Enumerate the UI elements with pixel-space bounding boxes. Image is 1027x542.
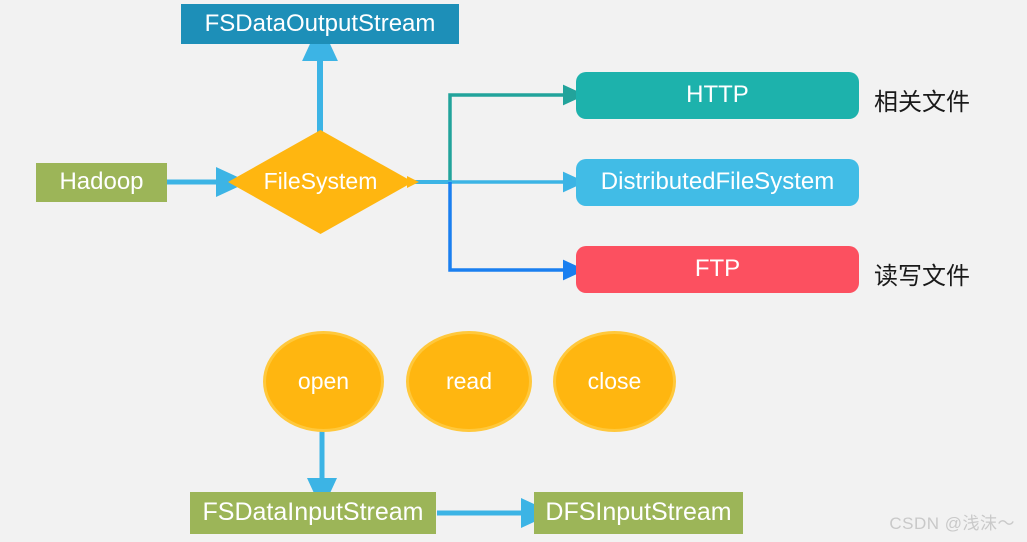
- node-close[interactable]: close: [553, 331, 676, 432]
- node-http-label: HTTP: [686, 81, 749, 109]
- node-close-label: close: [587, 367, 642, 394]
- annotation-related-files: 相关文件: [874, 89, 970, 116]
- node-ftp-label: FTP: [694, 255, 741, 283]
- annotation-read-write-files: 读写文件: [874, 263, 970, 290]
- node-hadoop[interactable]: Hadoop: [36, 163, 167, 202]
- node-ftp[interactable]: FTP: [576, 246, 859, 293]
- node-distributedfilesystem[interactable]: DistributedFileSystem: [576, 159, 859, 206]
- node-fsdataoutputstream-label: FSDataOutputStream: [204, 9, 436, 37]
- edge-filesystem-to-ftp: [448, 182, 586, 281]
- node-filesystem[interactable]: FileSystem: [228, 130, 413, 234]
- node-distributedfilesystem-label: DistributedFileSystem: [600, 168, 835, 196]
- node-dfsinputstream[interactable]: DFSInputStream: [534, 492, 743, 534]
- node-open[interactable]: open: [263, 331, 384, 432]
- edge-filesystem-to-http: [448, 84, 586, 182]
- node-read-label: read: [445, 367, 493, 394]
- node-hadoop-label: Hadoop: [59, 168, 144, 196]
- node-fsdatainputstream[interactable]: FSDataInputStream: [190, 492, 436, 534]
- edge-filesystem-right-stem: [407, 176, 452, 188]
- node-fsdataoutputstream[interactable]: FSDataOutputStream: [181, 4, 459, 44]
- node-http[interactable]: HTTP: [576, 72, 859, 119]
- watermark: CSDN @浅沫～: [889, 514, 1015, 533]
- node-dfsinputstream-label: DFSInputStream: [545, 498, 732, 527]
- node-fsdatainputstream-label: FSDataInputStream: [202, 498, 424, 527]
- node-open-label: open: [297, 367, 350, 394]
- node-read[interactable]: read: [406, 331, 532, 432]
- node-filesystem-label: FileSystem: [263, 168, 378, 195]
